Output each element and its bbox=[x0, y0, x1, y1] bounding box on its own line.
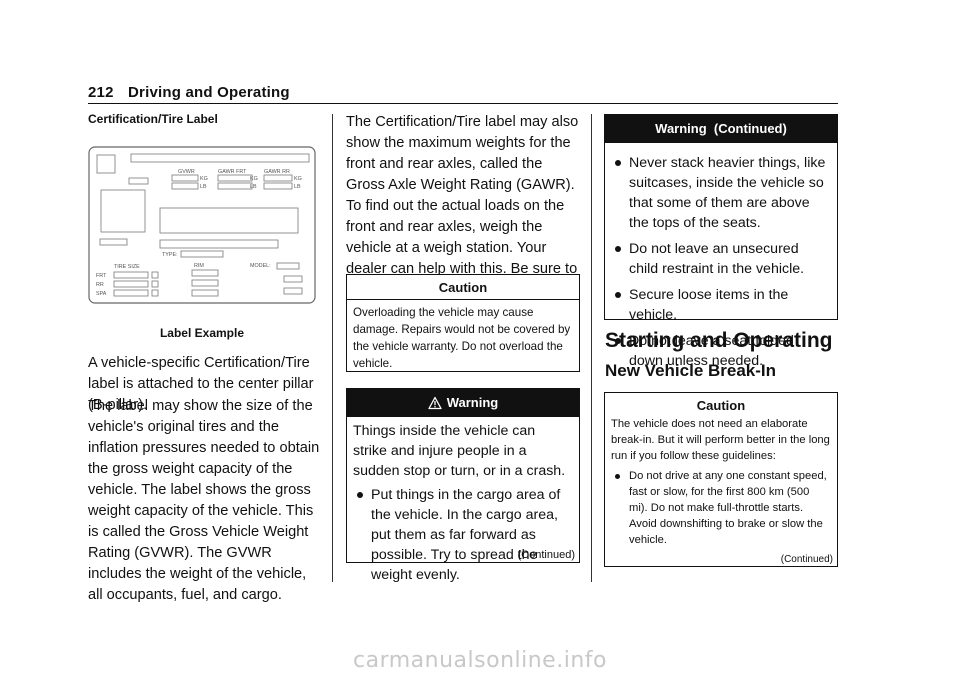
column-divider-1 bbox=[332, 114, 333, 582]
caution-title: Caution bbox=[696, 398, 746, 413]
warning-continued-box: Warning (Continued) Never stack heavier … bbox=[604, 114, 838, 369]
warning-box: Warning Things inside the vehicle can st… bbox=[346, 388, 580, 583]
list-item: Do not leave a seat folded down unless n… bbox=[611, 331, 831, 371]
warning-header: Warning bbox=[347, 389, 579, 417]
fig-label-lb-2: LB bbox=[250, 184, 257, 190]
warning-continued-bullets: Never stack heavier things, like suitcas… bbox=[611, 153, 831, 371]
continued-label: (Continued) bbox=[517, 549, 575, 561]
tire-label-illustration: GVWR GAWR FRT GAWR RR KG LB KG LB KG LB … bbox=[88, 146, 316, 304]
fig-label-gawr-rr: GAWR RR bbox=[264, 169, 290, 175]
fig-label-model: MODEL: bbox=[250, 263, 271, 269]
fig-label-frt: FRT bbox=[96, 273, 107, 279]
fig-label-rr: RR bbox=[96, 282, 104, 288]
page-header: 212 Driving and Operating bbox=[88, 84, 290, 101]
list-item: Never stack heavier things, like suitcas… bbox=[611, 153, 831, 233]
fig-label-kg-1: KG bbox=[200, 176, 208, 182]
paragraph: The label may show the size of the vehic… bbox=[88, 398, 320, 603]
caution-text: The vehicle does not need an elaborate b… bbox=[611, 418, 830, 462]
caution-title: Caution bbox=[347, 275, 579, 300]
paragraph: A vehicle-specific Certification/Tire la… bbox=[88, 355, 314, 413]
fig-label-type: TYPE: bbox=[162, 252, 178, 258]
fig-label-tire-size: TIRE SIZE bbox=[114, 264, 140, 270]
fig-label-spa: SPA bbox=[96, 291, 107, 297]
warning-title: Warning bbox=[446, 395, 499, 410]
fig-label-kg-2: KG bbox=[250, 176, 258, 182]
page-number: 212 bbox=[88, 84, 114, 101]
list-item: Do not leave an unsecured child restrain… bbox=[611, 239, 831, 279]
list-item: Secure loose items in the vehicle. bbox=[611, 285, 831, 325]
column-divider-2 bbox=[591, 114, 592, 582]
caution-bullets: Do not drive at any one constant speed, … bbox=[611, 468, 831, 548]
fig-label-lb-3: LB bbox=[294, 184, 301, 190]
figure-caption: Label Example bbox=[159, 326, 245, 340]
section-name: Driving and Operating bbox=[128, 84, 290, 101]
warning-triangle-icon bbox=[428, 396, 442, 410]
caution-text: Overloading the vehicle may cause damage… bbox=[353, 306, 571, 370]
section-title: Starting and Operating bbox=[605, 329, 833, 352]
warning-bullets: Put things in the cargo area of the vehi… bbox=[353, 485, 573, 585]
caution-box: Caution Overloading the vehicle may caus… bbox=[346, 274, 580, 372]
list-item: Put things in the cargo area of the vehi… bbox=[353, 485, 573, 585]
subsection-title: New Vehicle Break-In bbox=[605, 361, 777, 380]
subsection-heading: Certification/Tire Label bbox=[88, 112, 218, 126]
continued-label: (Continued) bbox=[780, 554, 833, 565]
warning-text: Things inside the vehicle can strike and… bbox=[353, 423, 566, 479]
fig-label-rim: RIM bbox=[194, 263, 204, 269]
fig-label-lb-1: LB bbox=[200, 184, 207, 190]
warning-continued-title: Warning (Continued) bbox=[605, 115, 837, 143]
header-rule bbox=[88, 103, 838, 104]
fig-label-kg-3: KG bbox=[294, 176, 302, 182]
break-in-caution-box: Caution The vehicle does not need an ela… bbox=[604, 392, 838, 567]
watermark: carmanualsonline.info bbox=[353, 648, 607, 673]
fig-label-gawr-frt: GAWR FRT bbox=[218, 169, 247, 175]
fig-label-gvwr: GVWR bbox=[178, 169, 195, 175]
list-item: Do not drive at any one constant speed, … bbox=[611, 468, 831, 548]
